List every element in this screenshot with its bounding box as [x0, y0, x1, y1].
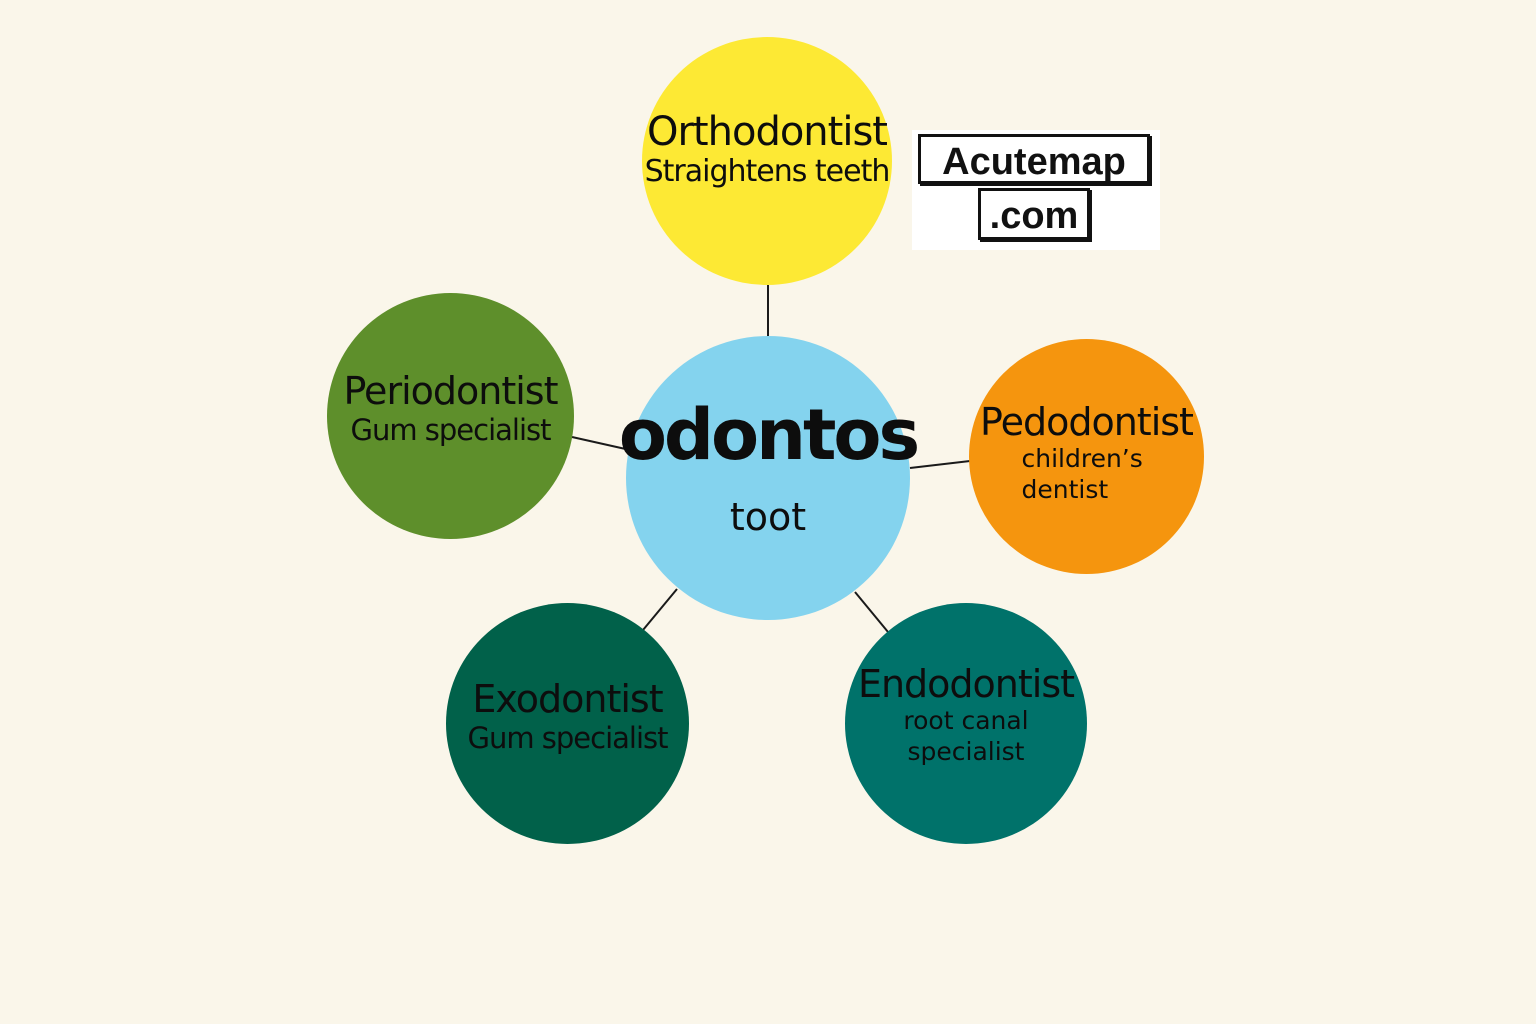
connector-endodontist — [854, 591, 889, 633]
node-exodontist-title: Exodontist — [472, 677, 663, 722]
node-orthodontist: Orthodontist Straightens teeth — [642, 37, 892, 285]
logo-line-2: .com — [978, 188, 1090, 240]
connector-pedodontist — [909, 460, 971, 469]
node-pedodontist: Pedodontist children’s dentist — [969, 339, 1204, 574]
node-endodontist-subtitle: root canal specialist — [891, 705, 1041, 768]
node-endodontist-title: Endodontist — [857, 662, 1075, 707]
center-subtitle: toot — [729, 495, 807, 539]
node-orthodontist-subtitle: Straightens teeth — [644, 154, 891, 190]
node-pedodontist-title: Pedodontist — [980, 400, 1194, 445]
node-endodontist: Endodontist root canal specialist — [845, 603, 1087, 844]
connector-periodontist — [571, 436, 631, 451]
node-periodontist-subtitle: Gum specialist — [350, 412, 551, 447]
acutemap-logo: Acutemap .com — [912, 130, 1160, 250]
node-pedodontist-subtitle: children’s dentist — [1002, 443, 1172, 506]
center-node-odontos: odontos toot — [619, 336, 920, 620]
node-endodontist-subtitle-line1: root canal — [903, 706, 1029, 736]
node-periodontist-title: Periodontist — [343, 368, 559, 413]
node-exodontist-subtitle: Gum specialist — [467, 721, 668, 756]
logo-line-1: Acutemap — [918, 134, 1150, 184]
center-title: odontos — [618, 393, 920, 476]
node-pedodontist-subtitle-line2: dentist — [1021, 475, 1109, 505]
node-orthodontist-title: Orthodontist — [647, 109, 888, 156]
node-exodontist: Exodontist Gum specialist — [446, 603, 689, 844]
node-pedodontist-subtitle-line1: children’s — [1021, 444, 1143, 474]
node-endodontist-subtitle-line2: specialist — [907, 737, 1025, 767]
node-periodontist: Periodontist Gum specialist — [327, 293, 574, 539]
connector-exodontist — [642, 588, 678, 631]
